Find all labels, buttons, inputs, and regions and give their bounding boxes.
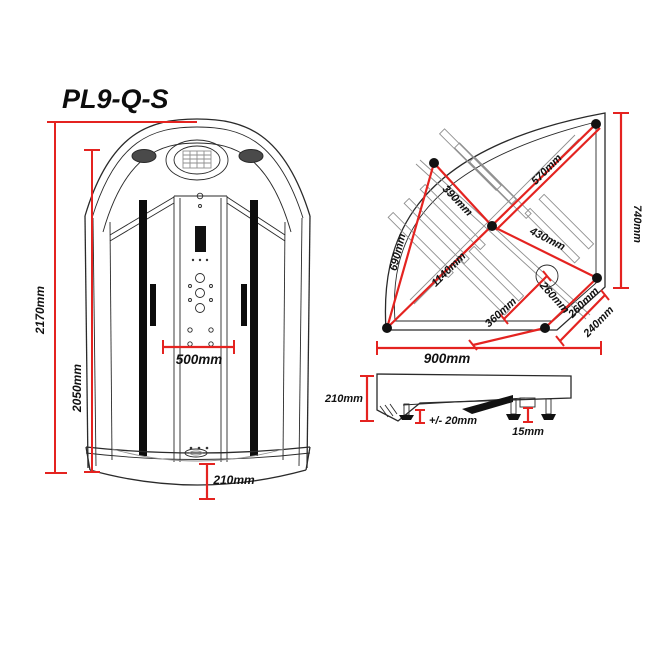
door-handle-right	[241, 284, 247, 326]
dim-label-240: 240mm	[581, 304, 617, 340]
dim-total-height: 2170mm	[33, 121, 197, 474]
door-handle-left	[150, 284, 156, 326]
skirt-hatching	[379, 403, 398, 418]
dim-label-570: 570mm	[529, 152, 564, 187]
adjustable-feet	[399, 398, 556, 420]
dim-tray-height-front: 210mm	[199, 463, 255, 500]
dim-overall-width: 900mm	[376, 341, 602, 366]
dim-label-20: +/- 20mm	[429, 415, 477, 427]
dim-door-width: 500mm	[162, 340, 235, 367]
rain-shower-head-icon	[165, 139, 229, 181]
dim-label-2050: 2050mm	[70, 364, 84, 413]
dim-label-210-side: 210mm	[324, 393, 363, 405]
top-jet-icon	[196, 192, 204, 200]
shower-tray-front	[85, 446, 311, 486]
ceiling-light-left-icon	[131, 149, 157, 163]
tray-plan-view: 390mm 570mm 430mm 690mm 1140mm 260mm 260…	[376, 112, 643, 366]
dim-label-360: 360mm	[483, 295, 519, 329]
antislip-stripes	[387, 128, 595, 316]
dim-label-900: 900mm	[424, 351, 471, 366]
body-jets	[187, 327, 214, 450]
plan-dim-lines	[385, 123, 601, 351]
roof-arch	[84, 118, 311, 233]
dim-label-430: 430mm	[527, 225, 567, 253]
dim-label-15: 15mm	[512, 426, 544, 438]
control-column	[173, 192, 228, 462]
door-profile-left	[139, 200, 147, 456]
waste-position-icon	[535, 264, 559, 288]
waste-pipe-icon	[462, 395, 513, 414]
dim-foot-adjustment: +/- 20mm	[415, 409, 477, 427]
dim-overall-depth: 740mm	[613, 112, 643, 289]
small-jet-icon	[198, 204, 202, 208]
waste-drain-icon	[184, 448, 208, 458]
dim-label-740: 740mm	[631, 205, 643, 243]
dim-clearance: 15mm	[512, 407, 544, 438]
dim-label-210-front: 210mm	[212, 473, 255, 487]
tray-side-view: 210mm +/- 20mm 15mm	[324, 373, 572, 438]
control-knobs	[188, 273, 213, 313]
dim-inner-height: 2050mm	[70, 149, 100, 473]
cabin-front-view: 2170mm 2050mm 500mm 210mm	[33, 118, 311, 500]
ceiling-light-right-icon	[238, 149, 264, 163]
button-row	[191, 258, 209, 262]
dim-label-500: 500mm	[176, 352, 223, 367]
dim-tray-height-side: 210mm	[324, 375, 374, 422]
door-profile-right	[250, 200, 258, 456]
dim-label-2170: 2170mm	[33, 286, 47, 335]
model-title: PL9-Q-S	[62, 84, 169, 114]
dim-label-1140: 1140mm	[429, 250, 468, 289]
foot-markers	[382, 119, 602, 333]
control-panel-screen	[195, 226, 206, 252]
